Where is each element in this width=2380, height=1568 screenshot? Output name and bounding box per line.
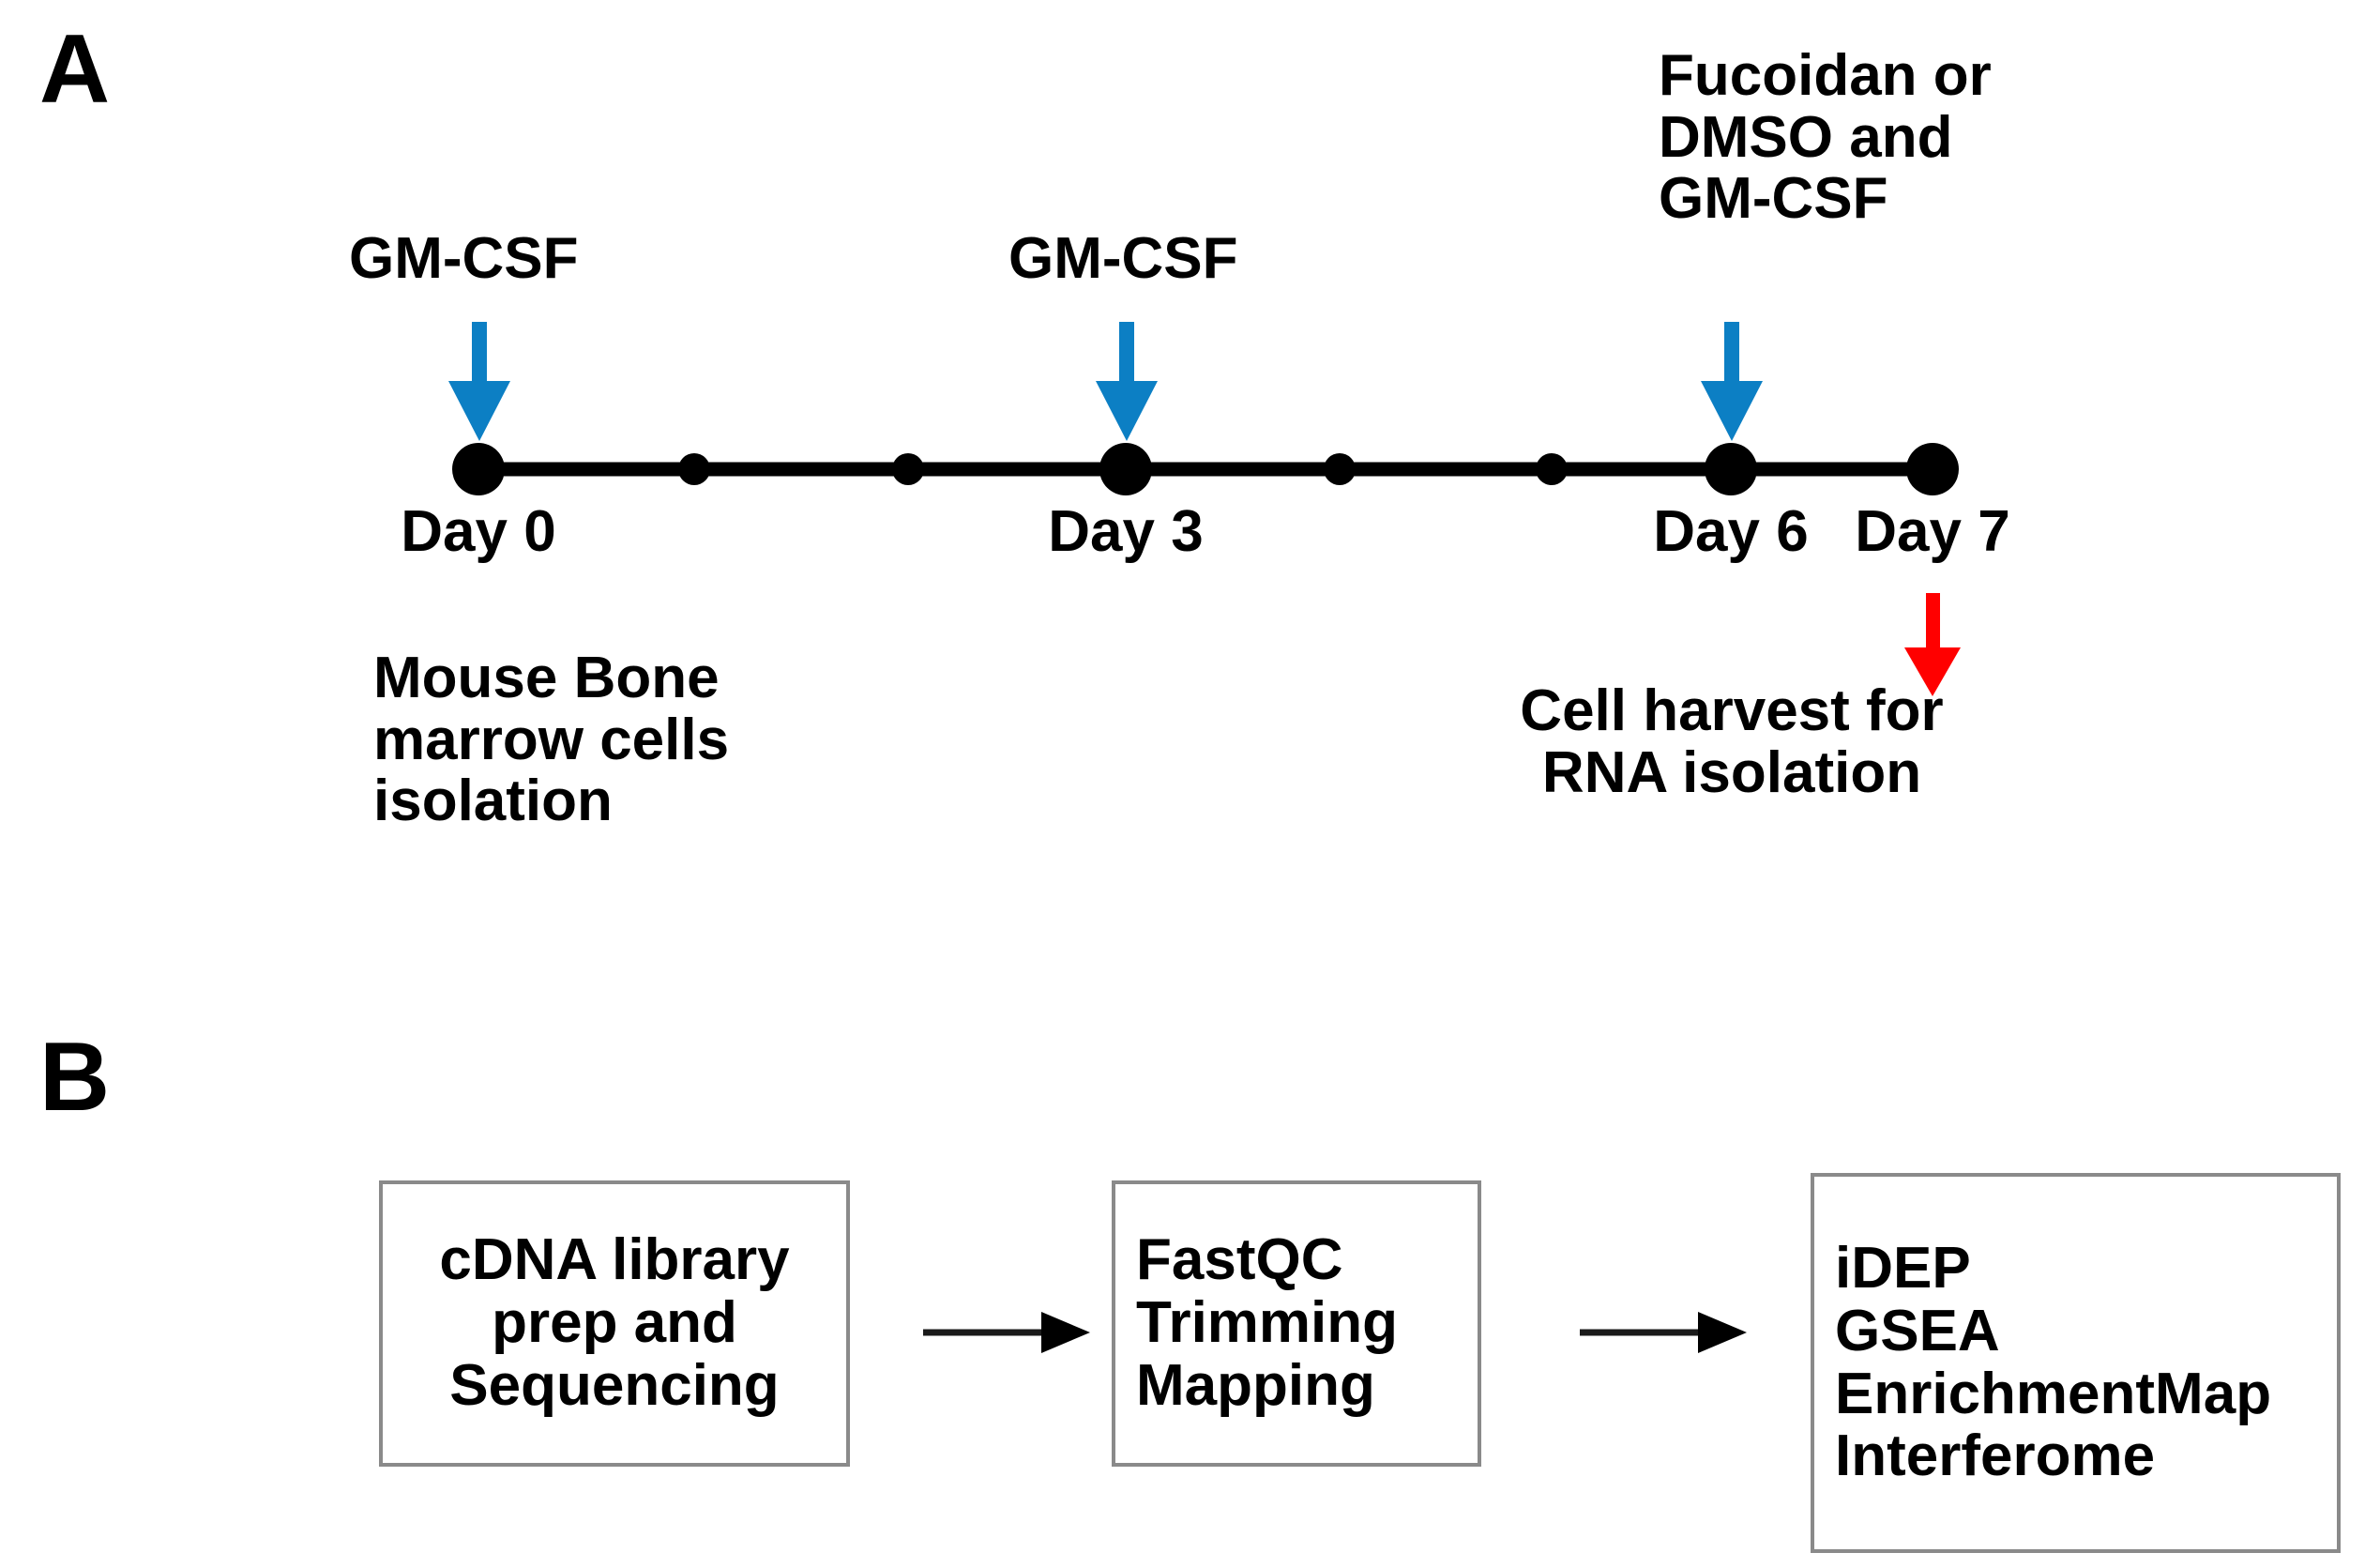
workflow-step-sequencing[interactable]: cDNA library prep and Sequencing [379, 1180, 850, 1467]
workflow-step-qc-mapping[interactable]: FastQC Trimming Mapping [1112, 1180, 1481, 1467]
timeline-dot-day6 [1705, 443, 1757, 495]
timeline-graphic [448, 322, 1961, 696]
timeline-dot-day1 [678, 453, 710, 485]
panel-a-letter: A [39, 15, 110, 124]
note-label-bone-marrow-isolation: Mouse Bone marrow cells isolation [373, 646, 730, 834]
day-label-0: Day 0 [401, 499, 556, 564]
workflow-step-sequencing-label: cDNA library prep and Sequencing [439, 1227, 790, 1418]
day-label-7: Day 7 [1855, 499, 2010, 564]
timeline-dot-day4 [1324, 453, 1356, 485]
workflow-step-enrichment-analysis[interactable]: iDEP GSEA EnrichmentMap Interferome [1811, 1173, 2341, 1553]
panel-b-analysis-workflow: B cDNA library prep and Sequencing FastQ… [0, 957, 2380, 1568]
panel-b-letter: B [39, 1023, 110, 1132]
timeline-dot-day5 [1536, 453, 1568, 485]
timeline-dot-day3 [1099, 443, 1152, 495]
stimulus-label-day0: GM-CSF [349, 226, 579, 291]
note-label-cell-harvest: Cell harvest for RNA isolation [1520, 678, 1944, 805]
workflow-step-enrichment-analysis-label: iDEP GSEA EnrichmentMap Interferome [1835, 1235, 2272, 1489]
stimulus-label-day3: GM-CSF [1008, 226, 1238, 291]
stimulus-arrow-day6-icon [1701, 322, 1763, 441]
timeline-dot-day0 [452, 443, 505, 495]
panel-a-experimental-timeline: A GM-CSF GM-CSF Fucoidan or DMSO and GM-… [39, 15, 2010, 834]
stimulus-arrow-day0-icon [448, 322, 510, 441]
day-label-6: Day 6 [1653, 499, 1809, 564]
stimulus-label-day6: Fucoidan or DMSO and GM-CSF [1659, 43, 1992, 232]
workflow-step-qc-mapping-label: FastQC Trimming Mapping [1136, 1227, 1399, 1418]
timeline-dot-day2 [892, 453, 924, 485]
day-label-3: Day 3 [1048, 499, 1204, 564]
stimulus-arrow-day3-icon [1096, 322, 1158, 441]
harvest-arrow-icon [1904, 593, 1961, 696]
timeline-dot-day7 [1906, 443, 1959, 495]
workflow-arrow-2-icon [1580, 1312, 1747, 1353]
workflow-arrow-1-icon [923, 1312, 1090, 1353]
